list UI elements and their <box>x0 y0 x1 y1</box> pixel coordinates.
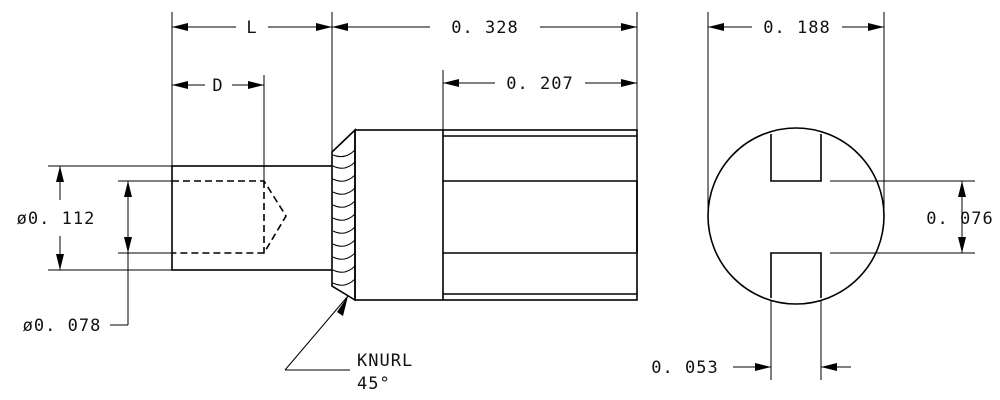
dim-L-label: L <box>246 18 257 38</box>
dim-slot-width-label: 0. 076 <box>926 209 993 229</box>
knurl-pattern <box>332 149 356 286</box>
dim-shank-diameter-label: ø0. 112 <box>17 209 96 229</box>
dim-head-diameter-right-label: 0. 188 <box>763 18 830 38</box>
dim-L: L <box>171 12 333 166</box>
head-outline <box>354 129 638 301</box>
dim-web-width-label: 0. 053 <box>651 358 718 378</box>
upper-web <box>770 134 822 182</box>
dim-slot-depth: 0. 207 <box>442 70 637 130</box>
hidden-hole <box>172 180 287 254</box>
head-circle <box>707 127 885 305</box>
knurl-label: KNURL <box>357 351 413 371</box>
knurl-note: KNURL 45° <box>284 295 413 394</box>
dim-D: D <box>172 75 265 181</box>
dim-hole-diameter: ø0. 078 <box>23 180 172 336</box>
lower-web <box>770 252 822 298</box>
dim-head-diameter-right: 0. 188 <box>707 12 885 216</box>
dim-slot-depth-label: 0. 207 <box>506 74 573 94</box>
side-view <box>171 128 638 302</box>
dim-overall-length-label: 0. 328 <box>451 18 518 38</box>
dim-web-width: 0. 053 <box>651 300 851 380</box>
dim-D-label: D <box>212 76 223 96</box>
slot-cutout <box>443 135 637 295</box>
end-view <box>707 127 885 305</box>
knurl-angle-label: 45° <box>357 374 391 394</box>
dim-shank-diameter: ø0. 112 <box>17 165 172 271</box>
dim-overall-length: 0. 328 <box>332 12 638 130</box>
dim-hole-diameter-label: ø0. 078 <box>23 316 102 336</box>
shank-outline <box>171 165 333 271</box>
dim-slot-width: 0. 076 <box>830 180 993 254</box>
